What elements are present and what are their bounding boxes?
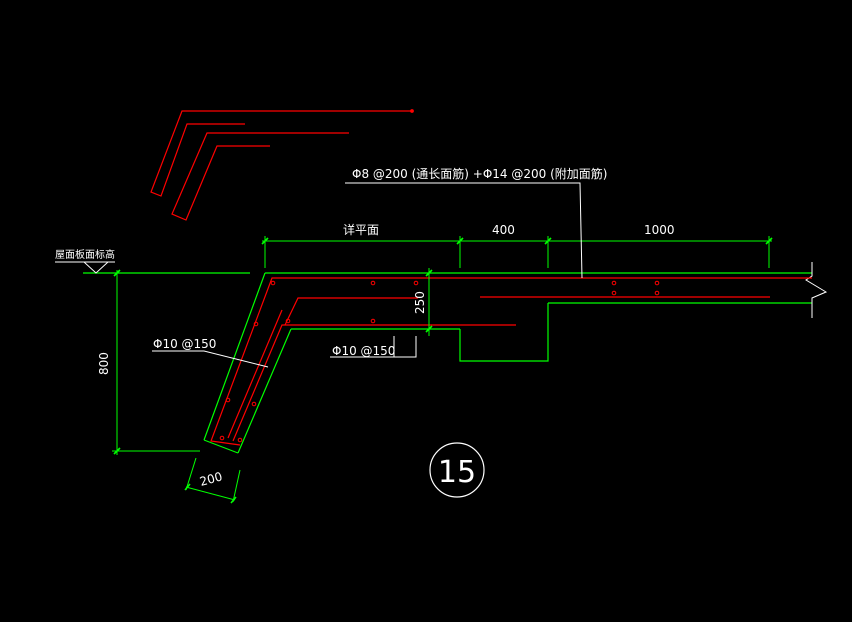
stirrup-mid-label: Φ10 @150 (332, 344, 395, 358)
dim-400-label: 400 (492, 223, 515, 237)
leader-lines (55, 182, 583, 368)
top-rebar-note: Φ8 @200 (通长面筋) +Φ14 @200 (附加面筋) (352, 166, 607, 181)
level-mark-label: 屋面板面标高 (55, 248, 115, 261)
rebar-hook-legend (150, 109, 414, 221)
break-line-symbol (805, 262, 828, 318)
detail-number-bubble: 15 (429, 442, 485, 498)
dimension-lines (112, 236, 772, 503)
concrete-section-outline (83, 272, 812, 454)
dim-800-label: 800 (97, 352, 111, 375)
rebar-section-dots (219, 280, 660, 443)
detail-number: 15 (438, 455, 476, 490)
stirrup-left-label: Φ10 @150 (153, 337, 216, 351)
dim-200-label: 200 (198, 469, 224, 488)
flat-face-label: 详平面 (343, 222, 379, 237)
dim-250-label: 250 (413, 291, 427, 314)
dimension-ticks (113, 237, 773, 504)
dim-1000-label: 1000 (644, 223, 675, 237)
rebar-lines (210, 277, 812, 446)
